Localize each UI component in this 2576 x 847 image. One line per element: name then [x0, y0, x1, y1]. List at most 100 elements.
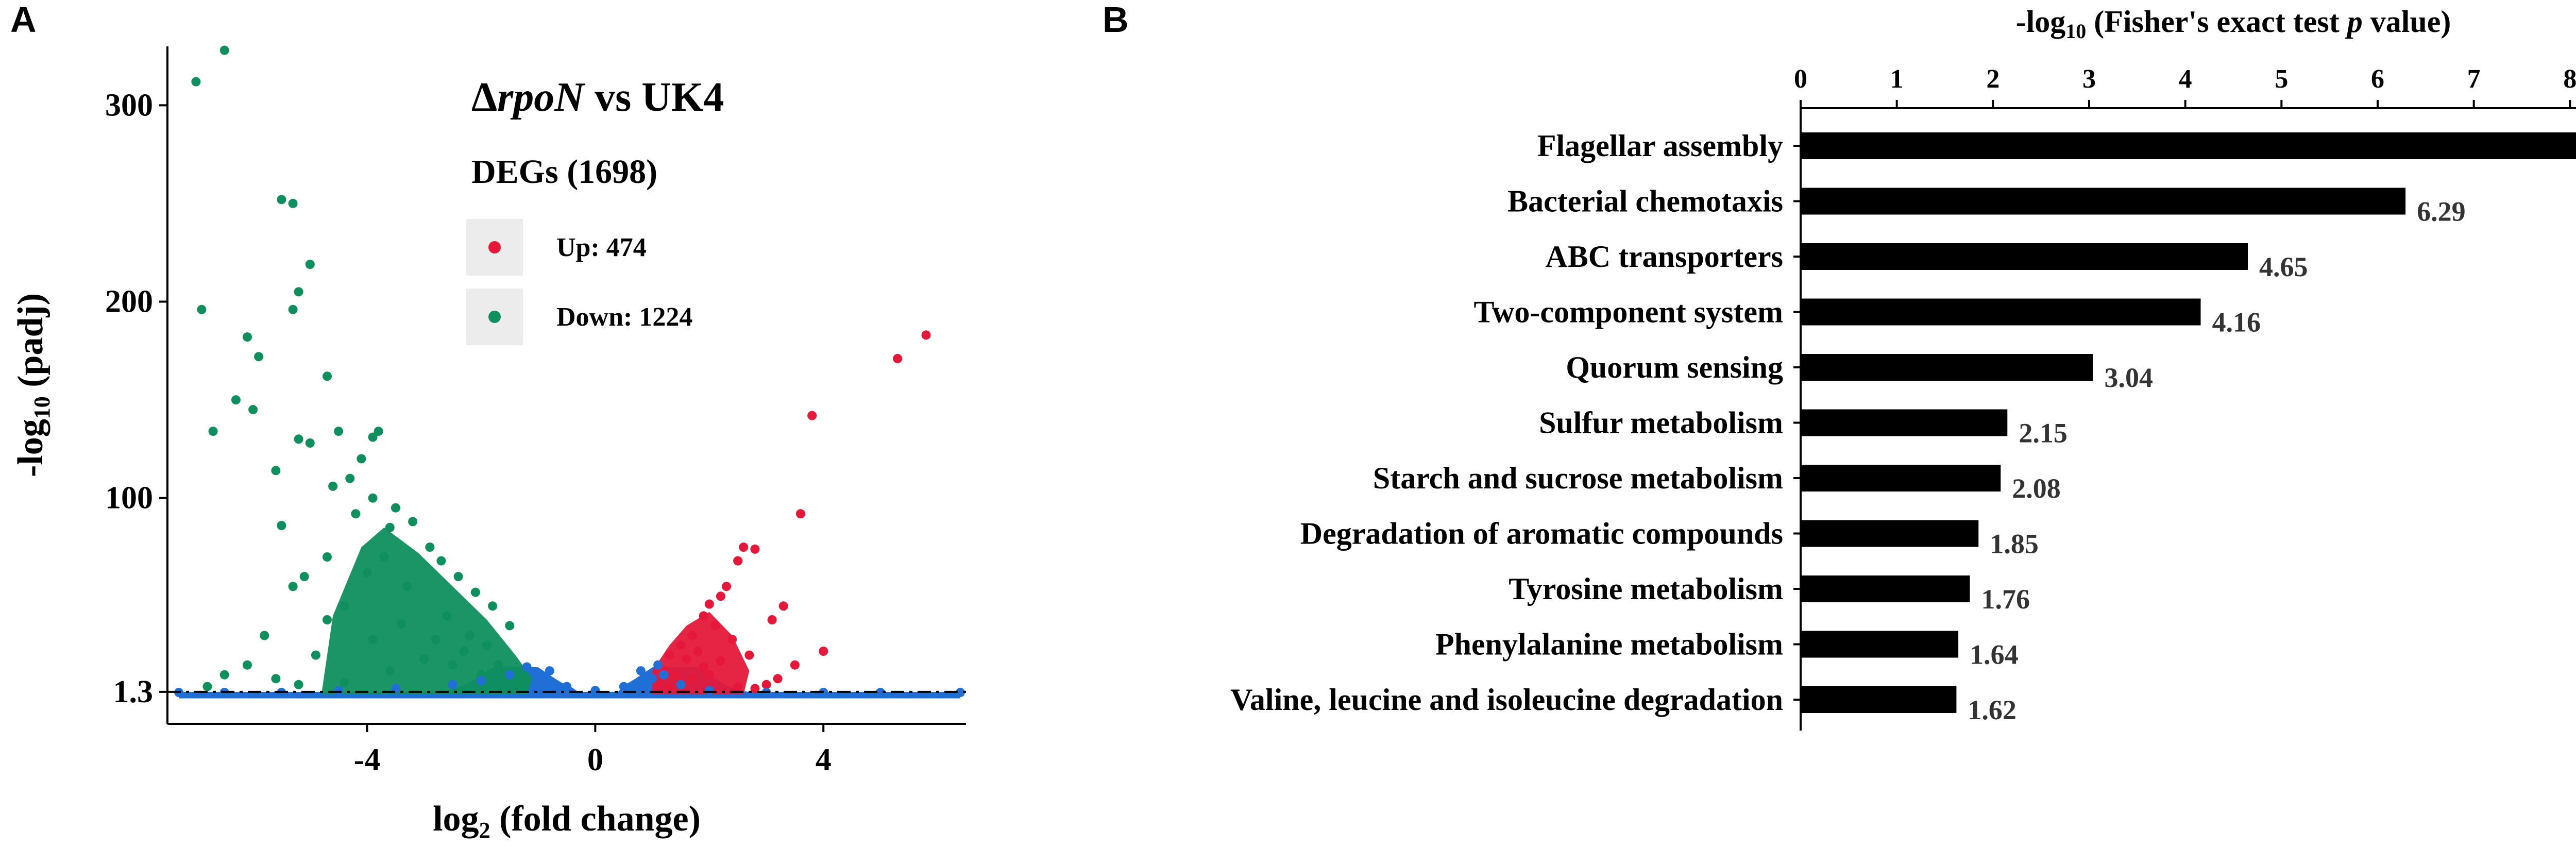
up-point	[819, 647, 828, 656]
category-label: Quorum sensing	[1566, 350, 1783, 384]
bar	[1801, 631, 1959, 658]
y-tick-label: 300	[105, 88, 153, 123]
up-point	[733, 556, 743, 566]
y-tick-label: 1.3	[113, 674, 154, 709]
ns-point	[334, 686, 344, 696]
up-point	[670, 670, 680, 680]
down-point	[299, 572, 309, 582]
x-tick-label: 8	[2563, 64, 2576, 94]
volcano-title: ΔrpoN vs UK4	[471, 75, 724, 120]
down-point	[294, 287, 303, 297]
bar	[1801, 686, 1957, 713]
down-point	[436, 556, 446, 566]
down-point	[231, 395, 241, 405]
down-point	[243, 660, 252, 670]
x-tick-label: 4	[2179, 64, 2192, 94]
down-point	[340, 678, 349, 687]
down-point	[374, 427, 383, 436]
down-point	[254, 352, 264, 362]
y-axis-title: -log10 (padj)	[11, 293, 55, 477]
panel-a-letter: A	[10, 0, 37, 40]
up-point	[744, 650, 754, 660]
down-point	[288, 582, 298, 591]
up-point	[722, 582, 731, 591]
legend-up-label: Up: 474	[556, 233, 647, 262]
down-point	[323, 371, 332, 381]
down-point	[453, 572, 463, 582]
ns-point	[619, 682, 629, 691]
down-point	[202, 682, 212, 691]
up-point	[716, 656, 725, 666]
category-label: Starch and sucrose metabolism	[1373, 461, 1783, 495]
up-point	[921, 330, 931, 340]
category-label: Phenylalanine metabolism	[1435, 628, 1783, 662]
down-point	[334, 427, 344, 436]
down-point	[305, 260, 315, 269]
x-tick-label: 6	[2371, 64, 2384, 94]
down-point	[323, 615, 332, 624]
up-point	[699, 662, 708, 672]
up-point	[893, 354, 903, 363]
down-point	[494, 660, 503, 670]
value-label: 6.29	[2417, 196, 2466, 227]
up-point	[739, 543, 749, 552]
bar	[1801, 575, 1970, 602]
up-point	[710, 621, 720, 631]
down-point	[219, 670, 229, 680]
down-point	[243, 332, 252, 342]
ns-point	[659, 670, 669, 680]
value-label: 2.08	[2012, 473, 2061, 504]
down-point	[311, 650, 320, 660]
ns-point	[505, 670, 515, 680]
bar	[1801, 132, 2576, 159]
legend-down-marker	[488, 311, 501, 323]
panel-b-letter: B	[1103, 0, 1129, 40]
y-tick-label: 100	[105, 481, 153, 516]
down-point	[357, 454, 366, 464]
down-point	[459, 647, 469, 656]
down-point	[419, 654, 429, 664]
legend-down-label: Down: 1224	[556, 302, 692, 332]
up-point	[790, 660, 800, 670]
value-label: 1.76	[1981, 584, 2030, 615]
down-point	[448, 660, 457, 670]
down-point	[345, 473, 355, 483]
ns-point	[522, 662, 532, 672]
x-tick-label: 3	[2082, 64, 2096, 94]
down-point	[482, 640, 492, 650]
ns-point	[636, 666, 646, 676]
bar	[1801, 298, 2201, 326]
down-point	[465, 631, 474, 640]
down-point	[323, 552, 332, 562]
category-label: Sulfur metabolism	[1539, 406, 1783, 440]
down-point	[191, 77, 201, 87]
down-point	[260, 631, 269, 640]
up-point	[687, 674, 697, 684]
down-point	[516, 680, 526, 689]
down-point	[277, 195, 286, 205]
down-point	[431, 635, 440, 645]
up-point	[682, 654, 691, 664]
value-label: 1.85	[1990, 529, 2039, 560]
x-tick-label: 0	[1794, 64, 1807, 94]
category-label: ABC transporters	[1545, 240, 1783, 274]
down-point	[385, 522, 395, 532]
down-point	[408, 517, 418, 527]
x-tick-label: 1	[1890, 64, 1904, 94]
category-label: Valine, leucine and isoleucine degradati…	[1230, 683, 1783, 717]
up-point	[665, 650, 674, 660]
ns-point	[476, 676, 486, 686]
x-tick-label: -4	[354, 742, 381, 777]
ns-point	[545, 666, 554, 676]
down-point	[305, 438, 315, 448]
ns-point	[704, 686, 714, 696]
up-point	[773, 674, 783, 684]
up-point	[778, 601, 788, 611]
up-point	[687, 631, 697, 640]
up-point	[704, 599, 714, 609]
x-tick-label: 0	[587, 742, 603, 777]
up-point	[699, 611, 708, 621]
down-point	[197, 304, 207, 314]
x-tick-label: 4	[816, 742, 832, 777]
